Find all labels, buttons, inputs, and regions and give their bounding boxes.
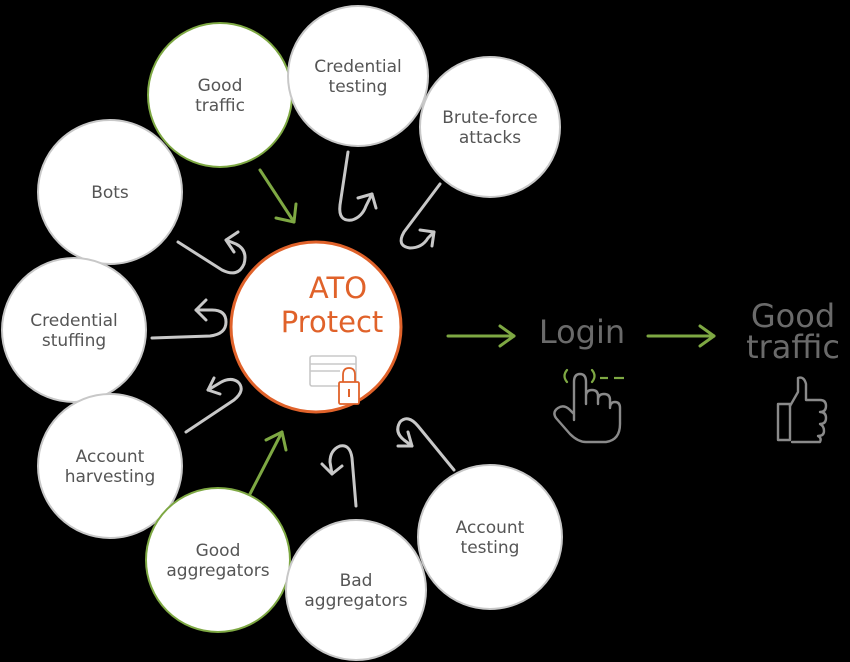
node-label-line: testing <box>329 77 388 97</box>
good-traffic-result-line2: traffic <box>746 328 840 366</box>
thumbs-up-icon <box>776 376 828 444</box>
credential-stuffing-reject-arrow <box>150 298 228 340</box>
node-circle <box>419 56 561 198</box>
good-traffic-result-line1: Good <box>751 297 835 335</box>
node-label-line: Good <box>196 541 241 561</box>
login-label: Login <box>539 313 625 351</box>
bots-reject-arrow <box>176 230 247 275</box>
node-circle <box>37 393 183 539</box>
node-label-line: Bad <box>340 571 373 591</box>
good-traffic-inbound-arrow <box>258 168 298 224</box>
node-circle <box>287 5 429 147</box>
node-label-line: Credential <box>30 311 118 331</box>
node-label-line: Credential <box>314 57 402 77</box>
node-label-line: aggregators <box>304 591 407 611</box>
to-login-arrow <box>446 324 516 348</box>
node-label-line: Bots <box>91 183 129 203</box>
brute-force-reject-arrow <box>399 182 442 250</box>
node-label-line: Account <box>76 447 145 467</box>
bad-aggregators-reject-arrow <box>320 444 358 508</box>
node-label-line: testing <box>461 538 520 558</box>
node-circle <box>145 487 291 633</box>
good-aggregators-inbound-arrow <box>248 430 288 496</box>
node-label-line: attacks <box>459 128 521 148</box>
ato-protect-node: ATO Protect <box>229 240 403 414</box>
node-label-line: aggregators <box>166 561 269 581</box>
tap-hand-icon <box>553 368 624 444</box>
node-label-line: Good <box>198 76 243 96</box>
node-circle <box>417 464 563 610</box>
node-circle <box>1 257 147 403</box>
account-harvesting-reject-arrow <box>184 376 243 434</box>
account-testing-reject-arrow <box>396 417 456 472</box>
node-label-line: stuffing <box>42 331 106 351</box>
credential-testing-reject-arrow <box>338 150 378 222</box>
node-circle <box>37 119 183 265</box>
node-label-line: Brute-force <box>442 108 538 128</box>
card-lock-icon <box>309 355 360 405</box>
node-circle <box>285 519 427 661</box>
to-good-traffic-arrow <box>646 324 716 348</box>
threat-node-ring: GoodtrafficCredentialtestingBrute-forcea… <box>1 5 563 661</box>
node-label-line: Account <box>456 518 525 538</box>
node-bots: Bots <box>37 119 183 265</box>
center-title-line2: Protect <box>281 305 384 339</box>
node-label-line: traffic <box>195 96 245 116</box>
center-title-line1: ATO <box>309 271 367 305</box>
node-label-line: harvesting <box>65 467 156 487</box>
